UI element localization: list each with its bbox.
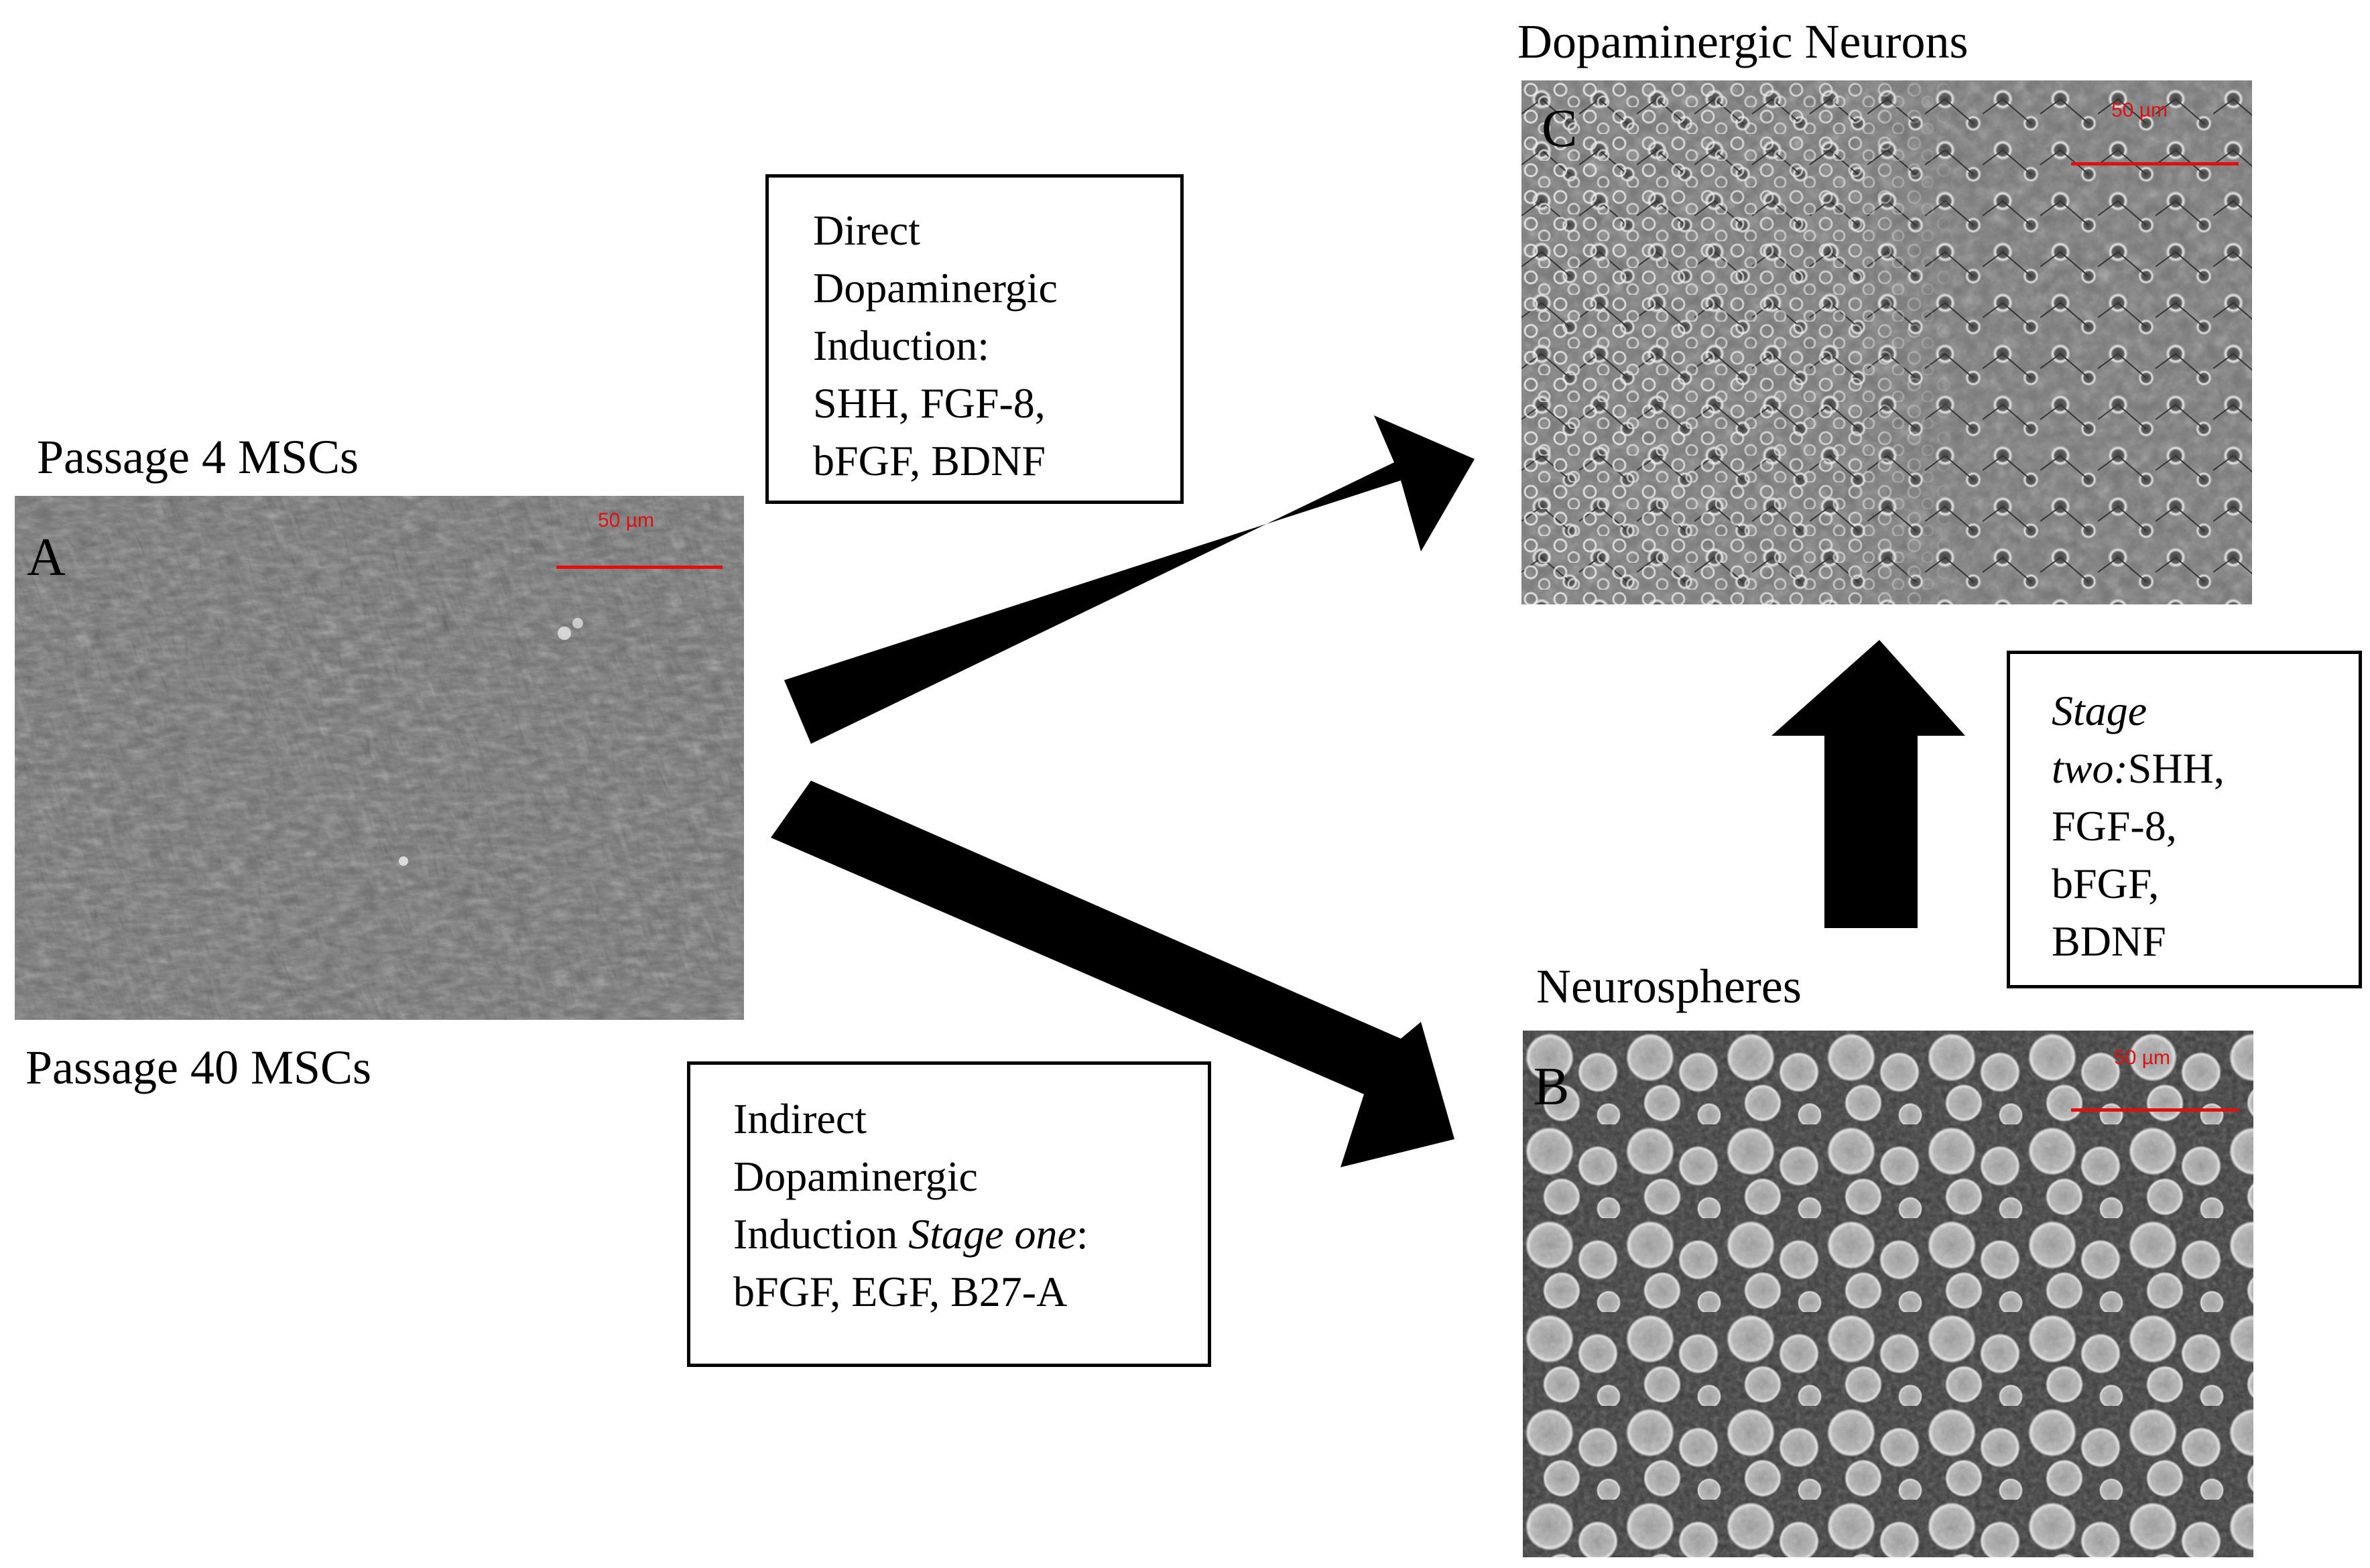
indirect-line-1: Indirect [733, 1095, 867, 1142]
stage-two-line-5: BDNF [2052, 917, 2166, 965]
neurospheres-image [1523, 1031, 2253, 1557]
direct-line-2: Dopaminergic [813, 264, 1058, 312]
panel-b-scale-bar [2071, 1108, 2239, 1112]
indirect-line-3-end: : [1076, 1210, 1088, 1258]
indirect-line-3: Induction Stage one: [733, 1205, 1208, 1263]
direct-induction-box: Direct Dopaminergic Induction: SHH, FGF-… [765, 174, 1184, 504]
arrow-stage-two [1771, 640, 1965, 928]
panel-a-letter: A [27, 528, 66, 587]
panel-c-label: Dopaminergic Neurons [1517, 15, 1969, 68]
indirect-line-2: Dopaminergic [733, 1153, 978, 1200]
stage-two-line-1-italic: Stage [2052, 687, 2147, 734]
stage-two-line-2: two:SHH, [2052, 740, 2359, 797]
panel-a-micrograph: A 50 µm [15, 496, 744, 1020]
indirect-line-3-italic: Stage one [908, 1210, 1076, 1258]
panel-b-micrograph: B 50 µm [1523, 1031, 2253, 1557]
msc-cells-image [15, 496, 744, 1020]
stage-two-line-2-plain: SHH, [2127, 744, 2225, 792]
indirect-line-4: bFGF, EGF, B27-A [733, 1268, 1068, 1315]
direct-line-5: bFGF, BDNF [813, 437, 1046, 484]
stage-two-line-2-italic: two: [2052, 744, 2128, 792]
arrow-direct [784, 415, 1475, 744]
panel-c-scale-bar [2071, 162, 2239, 166]
panel-c-letter: C [1542, 99, 1578, 158]
stage-two-line-4: bFGF, [2052, 860, 2160, 907]
panel-b-scale-label: 50 µm [2114, 1047, 2170, 1069]
neurons-image [1521, 80, 2252, 604]
direct-line-3: Induction: [813, 322, 990, 369]
indirect-line-3-plain: Induction [733, 1210, 909, 1258]
stage-two-box: Stage two:SHH, FGF-8, bFGF, BDNF [2007, 651, 2362, 988]
panel-b-letter: B [1534, 1057, 1570, 1116]
panel-c-scale-label: 50 µm [2111, 99, 2168, 121]
panel-c-micrograph: C 50 µm [1521, 80, 2252, 604]
stage-two-line-1: Stage [2052, 682, 2359, 740]
panel-b-label: Neurospheres [1536, 960, 1802, 1013]
arrow-indirect [771, 781, 1454, 1167]
panel-a-scale-label: 50 µm [598, 509, 654, 531]
panel-a-scale-bar [556, 566, 723, 569]
stage-two-line-3: FGF-8, [2052, 802, 2177, 850]
direct-line-1: Direct [813, 206, 920, 254]
panel-a-label-top: Passage 4 MSCs [37, 430, 359, 484]
direct-line-4: SHH, FGF-8, [813, 379, 1046, 427]
panel-a-label-bottom: Passage 40 MSCs [25, 1041, 372, 1094]
indirect-induction-box: Indirect Dopaminergic Induction Stage on… [687, 1061, 1211, 1367]
